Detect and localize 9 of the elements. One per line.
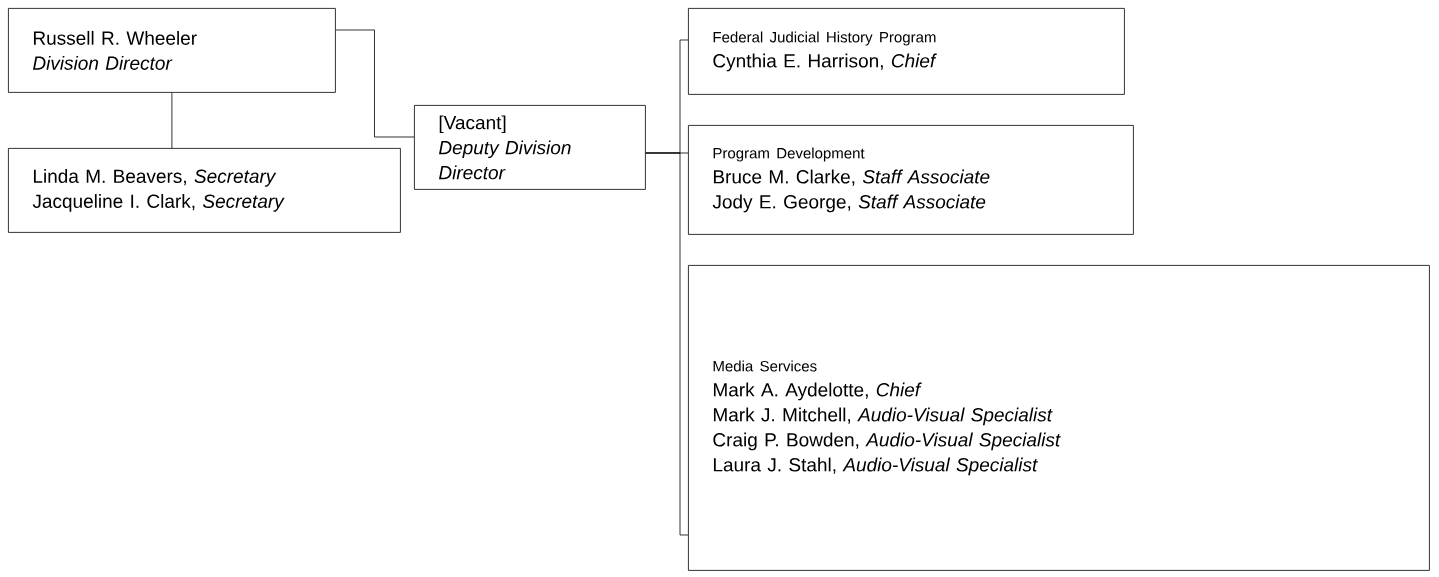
org-box: [Vacant] Deputy Division Director <box>414 105 646 190</box>
connector-line <box>645 152 689 536</box>
connector-line <box>335 29 415 138</box>
connector-line <box>171 92 173 149</box>
org-box: Program Development Bruce M. Clarke, Staff Associate Jody E. George, Staff Associate <box>688 125 1134 235</box>
org-box: Linda M. Beavers, Secretary Jacqueline I. Clark, Secretary <box>8 148 401 233</box>
org-box: Russell R. Wheeler Division Director <box>8 8 336 93</box>
org-box: Media Services Mark A. Aydelotte, Chief Mark J. Mitchell, Audio-Visual Specialist Craig P. Bowden, Audio-Visual Specialist Laura J. Stahl, Audio-Visual Specialist <box>688 265 1430 571</box>
org-box: Federal Judicial History Program Cynthia E. Harrison, Chief <box>688 8 1125 95</box>
